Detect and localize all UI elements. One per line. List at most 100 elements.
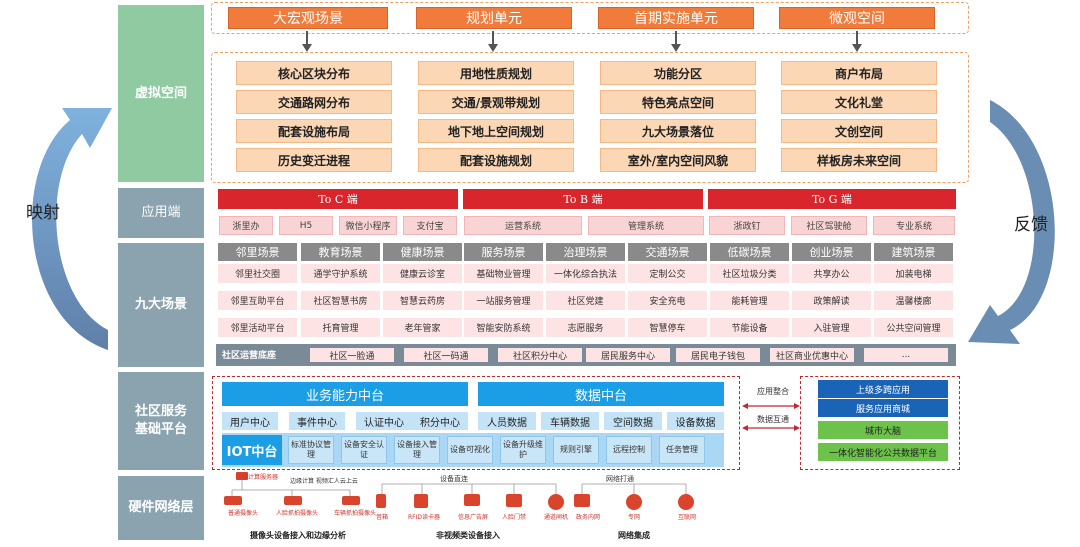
ops-base-label: 社区运营底座 xyxy=(222,351,277,361)
virtual-item: 九大场景落位 xyxy=(600,119,756,143)
scene-title: 邻里场景 xyxy=(218,243,297,261)
toc-bar: To C 端 xyxy=(218,189,458,209)
scene-item: 安全充电 xyxy=(628,291,707,310)
scene-item: 邻里活动平台 xyxy=(218,318,297,337)
iot-platform-title: IOT中台 xyxy=(222,435,282,465)
virtual-item: 核心区块分布 xyxy=(236,61,392,85)
title-planning-unit: 规划单元 xyxy=(416,7,572,29)
city-brain: 城市大脑 xyxy=(818,421,948,439)
toc-zheliban: 浙里办 xyxy=(219,216,273,235)
virtual-item: 室外/室内空间风貌 xyxy=(600,148,756,172)
scene-title: 健康场景 xyxy=(383,243,462,261)
edge-video-label: 边缘计算 视频汇人云上云 xyxy=(290,478,358,485)
scene-title: 服务场景 xyxy=(464,243,543,261)
camera-icon-1 xyxy=(224,496,242,505)
toc-alipay: 支付宝 xyxy=(403,216,457,235)
scene-item: 老年管家 xyxy=(383,318,462,337)
layer-base-line1: 社区服务 xyxy=(134,404,187,419)
layer-base-platform: 社区服务 基础平台 xyxy=(118,372,204,470)
mapping-label: 映射 xyxy=(26,203,60,223)
tog-bar: To G 端 xyxy=(708,189,956,209)
tob-ops-system: 运营系统 xyxy=(464,216,582,235)
ad-screen-label: 信息广告屏 xyxy=(458,514,489,521)
tob-mgmt-system: 管理系统 xyxy=(588,216,704,235)
scene-item: 智慧云药房 xyxy=(383,291,462,310)
title-first-phase: 首期实施单元 xyxy=(598,7,754,29)
virtual-item: 交通/景观带规划 xyxy=(418,90,574,114)
turnstile-icon xyxy=(548,494,564,510)
scene-item: 基础物业管理 xyxy=(464,264,543,283)
space-data: 空间数据 xyxy=(604,412,662,430)
title-micro: 微观空间 xyxy=(779,7,935,29)
iot-chip: 设备升级维护 xyxy=(500,436,546,464)
turnstile-label: 通道闸机 xyxy=(544,514,569,521)
scene-item: 政策解读 xyxy=(792,291,871,310)
scene-item: 能耗管理 xyxy=(710,291,789,310)
vehicle-camera-label: 车辆抓拍摄像头 xyxy=(334,510,377,517)
ops-chip: 社区一码通 xyxy=(404,348,488,362)
scene-item: 智慧停车 xyxy=(628,318,707,337)
iot-chip: 设备接入管理 xyxy=(394,436,440,464)
scene-item: 共享办公 xyxy=(792,264,871,283)
scene-title: 教育场景 xyxy=(301,243,380,261)
face-camera-label: 人脸抓拍摄像头 xyxy=(276,510,319,517)
points-center: 积分中心 xyxy=(412,412,468,430)
scene-item: 志愿服务 xyxy=(546,318,625,337)
business-platform-title: 业务能力中台 xyxy=(222,382,468,406)
event-center: 事件中心 xyxy=(289,412,345,430)
speaker-icon xyxy=(376,494,386,508)
layer-nine-scenes: 九大场景 xyxy=(118,243,204,367)
scene-item: 健康云诊室 xyxy=(383,264,462,283)
face-gate-label: 人脸门禁 xyxy=(502,514,527,521)
private-net-icon xyxy=(626,494,642,510)
toc-h5: H5 xyxy=(279,216,333,235)
upper-apps: 上级多跨应用 xyxy=(818,380,948,398)
virtual-item: 配套设施布局 xyxy=(236,119,392,143)
camera-caption: 摄像头设备接入和边缘分析 xyxy=(250,531,346,540)
mapping-arrow xyxy=(32,108,112,350)
virtual-item: 功能分区 xyxy=(600,61,756,85)
virtual-item: 地下地上空间规划 xyxy=(418,119,574,143)
virtual-item: 文化礼堂 xyxy=(781,90,937,114)
network-caption: 网络集成 xyxy=(618,531,650,540)
iot-chip: 规则引擎 xyxy=(553,436,599,464)
virtual-item: 历史变迁进程 xyxy=(236,148,392,172)
speaker-label: 音箱 xyxy=(376,514,389,521)
camera-icon-2 xyxy=(284,496,302,505)
toc-wechat: 微信小程序 xyxy=(339,216,397,235)
face-gate-icon xyxy=(506,494,522,507)
external-box xyxy=(800,376,960,470)
scene-title: 低碳场景 xyxy=(710,243,789,261)
scene-item: 邻里互助平台 xyxy=(218,291,297,310)
scene-item: 加装电梯 xyxy=(874,264,953,283)
virtual-item: 商户布局 xyxy=(781,61,937,85)
virtual-item: 特色亮点空间 xyxy=(600,90,756,114)
scene-title: 治理场景 xyxy=(546,243,625,261)
scene-item: 托育管理 xyxy=(301,318,380,337)
edge-server-label: 边缘计算服务器 xyxy=(236,474,279,481)
people-data: 人员数据 xyxy=(478,412,536,430)
camera-icon-3 xyxy=(342,496,360,505)
virtual-item: 样板房未来空间 xyxy=(781,148,937,172)
layer-hardware: 硬件网络层 xyxy=(118,476,204,540)
gov-intranet-label: 政务内网 xyxy=(576,514,601,521)
private-net-label: 专网 xyxy=(628,514,641,521)
scene-title: 创业场景 xyxy=(792,243,871,261)
ops-chip: 社区积分中心 xyxy=(498,348,582,362)
virtual-titles-box xyxy=(211,2,969,34)
iot-chip: 设备可视化 xyxy=(447,436,493,464)
scene-item: 通学守护系统 xyxy=(301,264,380,283)
user-center: 用户中心 xyxy=(222,412,278,430)
ops-chip: 居民服务中心 xyxy=(586,348,670,362)
tog-pro-system: 专业系统 xyxy=(873,216,955,235)
ops-chip: 居民电子钱包 xyxy=(676,348,760,362)
virtual-items-box xyxy=(211,52,969,183)
scene-item: 社区垃圾分类 xyxy=(710,264,789,283)
link-data-exchange: 数据互通 xyxy=(757,415,789,424)
public-data-platform: 一体化智能化公共数据平台 xyxy=(818,443,948,461)
scene-item: 智能安防系统 xyxy=(464,318,543,337)
rfid-label: RFID读卡器 xyxy=(408,514,441,521)
iot-chip: 设备安全认证 xyxy=(341,436,387,464)
layer-virtual: 虚拟空间 xyxy=(118,5,204,182)
